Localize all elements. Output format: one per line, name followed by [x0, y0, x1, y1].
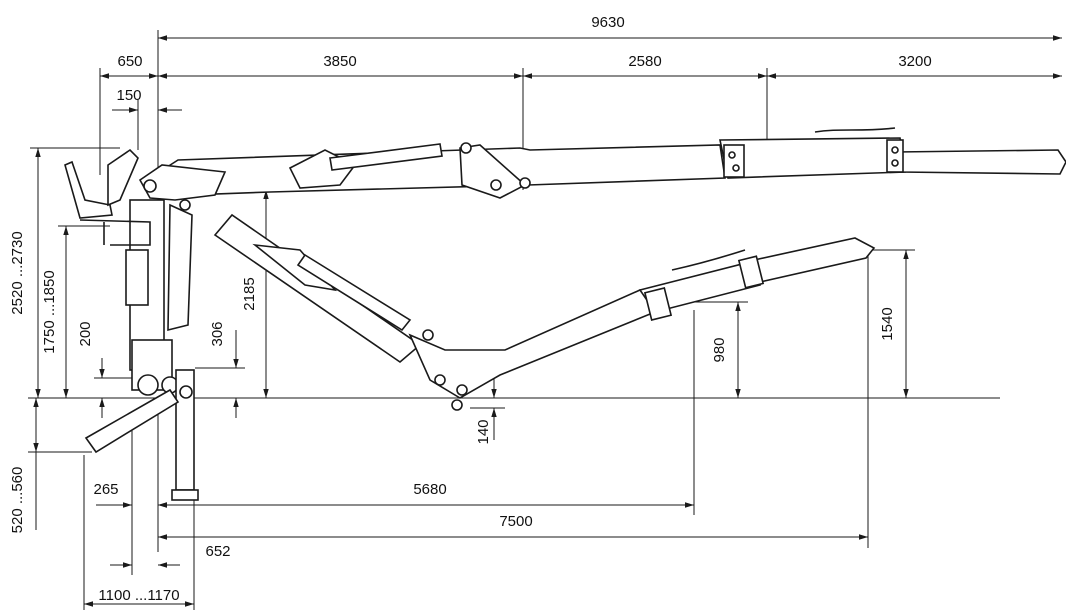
dim-boom-1: 3850 [323, 53, 356, 70]
bottom-dimensions: 265 5680 7500 652 1100 ...1170 [83, 252, 869, 610]
dim-boom-3: 3200 [898, 53, 931, 70]
dim-base-height: 306 [209, 321, 226, 346]
middle-dimensions: 306 2185 140 980 1540 [195, 190, 915, 445]
dim-leg-offset: 200 [77, 321, 94, 346]
dim-seat-height: 2520 ...2730 [9, 231, 26, 314]
top-dimensions: 9630 650 3850 2580 3200 150 [99, 14, 1062, 200]
crane-boom-extended [138, 127, 1066, 211]
dim-stowed-reach: 5680 [413, 481, 446, 498]
dim-base-offset: 652 [205, 543, 230, 560]
crane-column [84, 199, 199, 501]
dim-pivot-height: 2185 [241, 277, 258, 310]
dim-outrigger-offset: 265 [93, 481, 118, 498]
left-dimensions: 2520 ...2730 1750 ...1850 200 520 ...560 [9, 147, 135, 534]
dim-tip-height-stowed: 1540 [879, 307, 896, 340]
dim-boom-2: 2580 [628, 53, 661, 70]
dim-column-offset: 650 [117, 53, 142, 70]
dim-platform-height: 1750 ...1850 [41, 270, 58, 353]
dim-pivot-offset: 150 [116, 87, 141, 104]
crane-boom-stowed [213, 213, 876, 411]
operator-seat [64, 148, 151, 246]
dim-tip-height-lowered: 140 [475, 419, 492, 444]
dim-overall-reach: 9630 [591, 14, 624, 31]
dim-outrigger-depth: 520 ...560 [9, 467, 26, 534]
dim-stowed-tip-reach: 7500 [499, 513, 532, 530]
dim-stowed-height: 980 [711, 337, 728, 362]
dim-base-width: 1100 ...1170 [98, 587, 179, 604]
